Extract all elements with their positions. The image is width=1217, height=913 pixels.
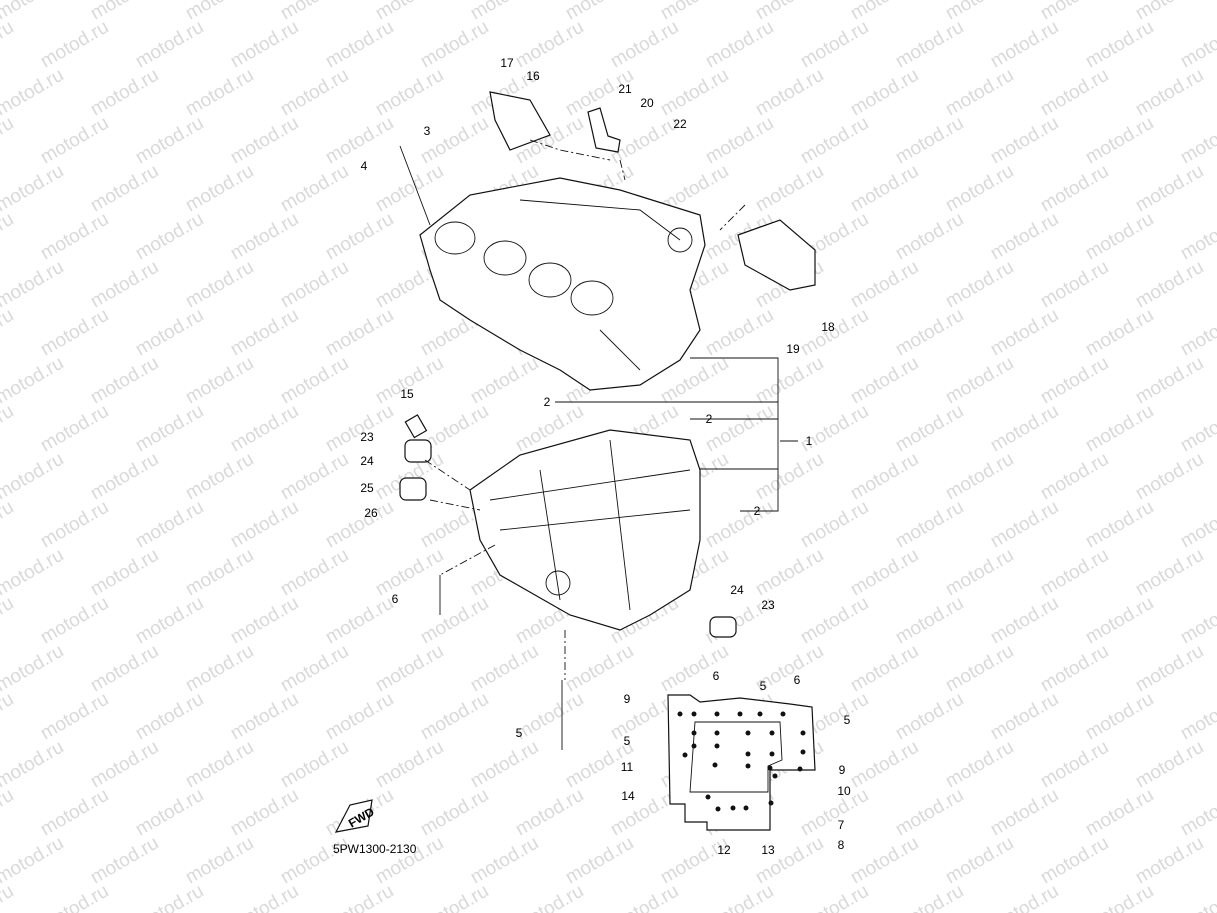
plug-23 (404, 439, 432, 463)
bolt-hole (780, 711, 786, 717)
callout-26: 26 (364, 506, 378, 520)
callout-5: 5 (760, 679, 767, 693)
callout-1: 1 (806, 434, 813, 448)
bolt-hole (691, 711, 697, 717)
lower-crankcase (469, 429, 701, 631)
callout-3: 3 (424, 124, 431, 138)
bolt-hole (745, 730, 751, 736)
bolt-hole (714, 730, 720, 736)
bolt-hole (767, 765, 773, 771)
stud-bolt (399, 145, 431, 226)
callout-2: 2 (706, 412, 713, 426)
breather-cover (489, 91, 551, 151)
callout-17: 17 (500, 56, 514, 70)
bolt-hole (800, 749, 806, 755)
callout-5: 5 (844, 713, 851, 727)
callout-15: 15 (400, 387, 414, 401)
cover-plate (737, 219, 816, 291)
callout-2: 2 (544, 395, 551, 409)
callout-5: 5 (624, 734, 631, 748)
bolt-hole (745, 763, 751, 769)
callout-23: 23 (761, 598, 775, 612)
callout-12: 12 (717, 843, 731, 857)
callout-23: 23 (360, 430, 374, 444)
plug (404, 414, 428, 439)
upper-crankcase (419, 177, 706, 391)
bolt-hole (800, 730, 806, 736)
bolt-hole (745, 751, 751, 757)
plug-25 (399, 477, 427, 501)
callout-4: 4 (361, 159, 368, 173)
bolt-hole (772, 773, 778, 779)
bolt-hole (757, 711, 763, 717)
bolt-hole (712, 762, 718, 768)
bolt-hole (730, 805, 736, 811)
bolt-hole (797, 766, 803, 772)
diagram-code: 5PW1300-2130 (333, 842, 417, 856)
bolt-hole (691, 743, 697, 749)
bolt-hole (737, 711, 743, 717)
fwd-arrow-icon: FWD (334, 799, 377, 833)
callout-6: 6 (392, 592, 399, 606)
callout-9: 9 (624, 692, 631, 706)
callout-22: 22 (673, 117, 687, 131)
bolt-hole (714, 743, 720, 749)
bolt-hole (714, 711, 720, 717)
bolt-hole (715, 806, 721, 812)
bolt-hole (677, 711, 683, 717)
callout-8: 8 (838, 838, 845, 852)
callout-7: 7 (838, 818, 845, 832)
callout-24: 24 (730, 583, 744, 597)
callout-11: 11 (621, 760, 634, 774)
callout-9: 9 (839, 763, 846, 777)
callout-25: 25 (360, 481, 374, 495)
bolt-hole (768, 800, 774, 806)
bolt-hole (769, 730, 775, 736)
hose (587, 107, 621, 153)
callout-20: 20 (640, 96, 654, 110)
bolt-hole (705, 794, 711, 800)
callout-21: 21 (618, 82, 632, 96)
callout-2: 2 (754, 504, 761, 518)
plug-23b (709, 616, 737, 638)
callout-13: 13 (761, 843, 775, 857)
callout-10: 10 (837, 784, 851, 798)
callout-5: 5 (516, 726, 523, 740)
bolt-hole (743, 805, 749, 811)
callout-6: 6 (794, 673, 801, 687)
callout-16: 16 (526, 69, 540, 83)
callout-6: 6 (713, 669, 720, 683)
bolt-hole (682, 752, 688, 758)
bolt-hole (769, 751, 775, 757)
callout-19: 19 (786, 342, 800, 356)
callout-18: 18 (821, 320, 835, 334)
callout-24: 24 (360, 454, 374, 468)
bolt-hole (691, 730, 697, 736)
callout-14: 14 (621, 789, 635, 803)
